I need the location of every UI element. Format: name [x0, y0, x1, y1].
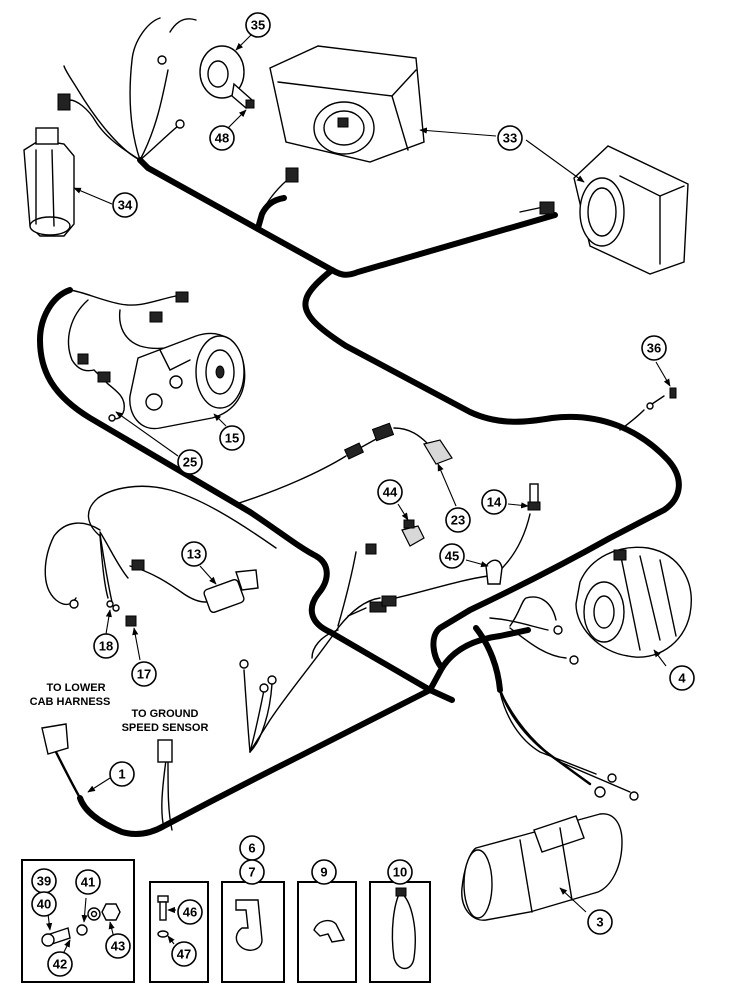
callout-40: 40: [31, 891, 57, 917]
callout-25: 25: [177, 449, 203, 475]
callout-47: 47: [171, 941, 197, 967]
hardware-box-39-43: [21, 859, 135, 983]
svg-text:10: 10: [393, 865, 407, 880]
sensor-14: [527, 483, 541, 511]
svg-text:40: 40: [37, 897, 51, 912]
callout-44: 44: [377, 479, 403, 505]
callout-33: 33: [497, 125, 523, 151]
svg-text:18: 18: [99, 639, 113, 654]
svg-text:41: 41: [81, 875, 95, 890]
callout-15: 15: [219, 425, 245, 451]
svg-text:39: 39: [37, 874, 51, 889]
callout-17: 17: [131, 661, 157, 687]
svg-text:1: 1: [118, 767, 125, 782]
svg-text:48: 48: [215, 131, 229, 146]
callout-3: 3: [587, 909, 613, 935]
callout-10: 10: [387, 859, 413, 885]
callout-45: 45: [439, 543, 465, 569]
light-33-lower: [573, 145, 689, 275]
note-ground-speed-line1: TO GROUND: [131, 708, 198, 720]
light-33-upper: [269, 45, 425, 163]
svg-text:9: 9: [320, 865, 327, 880]
callout-7: 7: [239, 859, 265, 885]
ac-compressor-15: [129, 332, 246, 430]
callout-6: 6: [239, 835, 265, 861]
callout-14: 14: [481, 489, 507, 515]
svg-text:44: 44: [383, 485, 398, 500]
svg-text:35: 35: [251, 18, 265, 33]
svg-text:36: 36: [647, 341, 661, 356]
callout-35: 35: [245, 12, 271, 38]
note-lower-cab-line2: CAB HARNESS: [30, 696, 111, 708]
callout-48: 48: [209, 125, 235, 151]
svg-text:23: 23: [451, 513, 465, 528]
hardware-box-6-7: [221, 881, 285, 983]
callout-9: 9: [311, 859, 337, 885]
callout-leaders: [46, 27, 671, 957]
svg-text:17: 17: [137, 667, 151, 682]
note-lower-cab-line1: TO LOWER: [46, 682, 105, 694]
svg-text:47: 47: [177, 947, 191, 962]
callout-36: 36: [641, 335, 667, 361]
callout-39: 39: [31, 868, 57, 894]
callout-42: 42: [47, 951, 73, 977]
callout-1: 1: [109, 761, 135, 787]
svg-text:13: 13: [187, 547, 201, 562]
svg-text:45: 45: [445, 549, 459, 564]
svg-text:25: 25: [183, 455, 197, 470]
svg-text:14: 14: [487, 495, 502, 510]
callout-46: 46: [177, 899, 203, 925]
svg-text:42: 42: [53, 957, 67, 972]
callout-43: 43: [105, 933, 131, 959]
pressure-switch-23: [343, 422, 453, 465]
clamp-45: [485, 559, 503, 585]
svg-text:46: 46: [183, 905, 197, 920]
alternator-4: [575, 546, 692, 658]
lamp-34: [23, 127, 75, 237]
callout-34: 34: [112, 192, 138, 218]
svg-text:33: 33: [503, 131, 517, 146]
callout-4: 4: [669, 665, 695, 691]
hardware-box-9: [297, 881, 357, 983]
svg-text:6: 6: [248, 841, 255, 856]
terminal-rings: [41, 55, 677, 801]
callout-23: 23: [445, 507, 471, 533]
capacitor-13: [131, 559, 259, 614]
hardware-box-10: [369, 881, 431, 983]
horn-component: [199, 45, 255, 110]
starter-motor-3: [461, 813, 623, 921]
svg-text:34: 34: [118, 198, 133, 213]
hardware-box-46-47: [149, 881, 209, 983]
svg-text:7: 7: [248, 865, 255, 880]
svg-text:43: 43: [111, 939, 125, 954]
main-harness: [37, 157, 682, 837]
svg-text:15: 15: [225, 431, 239, 446]
callout-13: 13: [181, 541, 207, 567]
callout-18: 18: [93, 633, 119, 659]
note-ground-speed-line2: SPEED SENSOR: [122, 722, 209, 734]
callout-41: 41: [75, 869, 101, 895]
svg-text:3: 3: [596, 915, 603, 930]
svg-text:4: 4: [678, 671, 686, 686]
switch-44: [401, 519, 425, 547]
